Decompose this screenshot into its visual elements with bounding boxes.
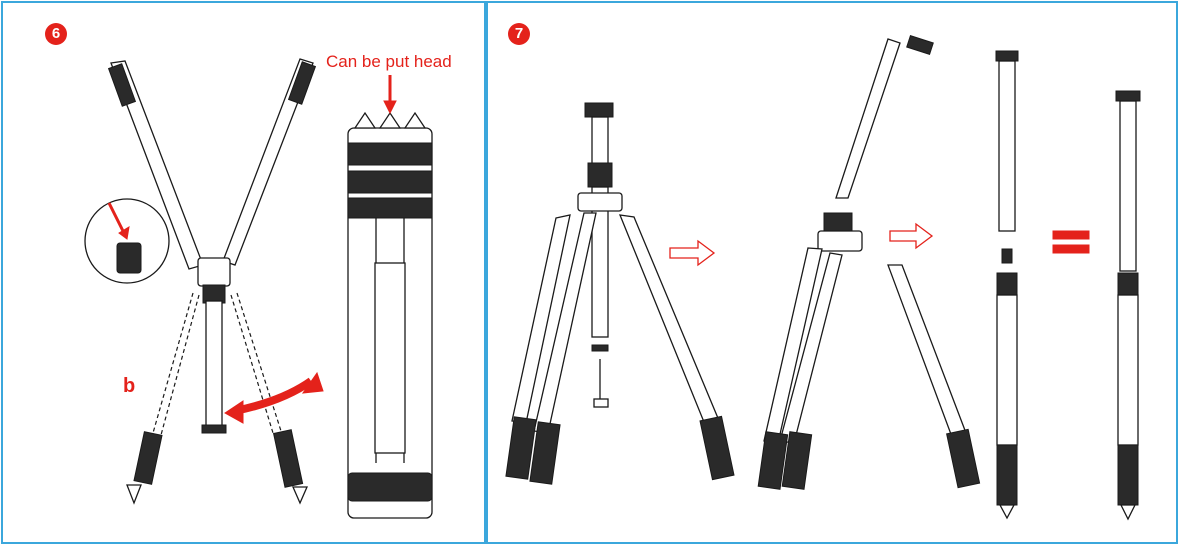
monopod-exploded-illustration [995, 50, 1019, 520]
right-arrow-icon [669, 239, 716, 267]
step-7-illustration [505, 34, 1141, 521]
curved-double-arrow-icon [234, 377, 314, 415]
tripod-folded-bundle-illustration [347, 111, 433, 519]
equals-icon [1052, 230, 1090, 240]
step-7-badge: 7 [508, 23, 530, 45]
head-mount-note: Can be put head [326, 52, 452, 71]
label-b: b [123, 375, 136, 397]
step-7-panel: 7 [486, 1, 1178, 544]
tripod-no-column-illustration [757, 34, 981, 490]
monopod-illustration [1115, 90, 1141, 521]
step-6-illustration [84, 58, 433, 519]
right-arrow-icon [889, 222, 934, 250]
step-6-badge: 6 [45, 23, 67, 45]
tripod-folded-x-illustration [107, 58, 317, 505]
tripod-upright-illustration [505, 102, 735, 485]
step-6-panel: 6 Can be put head a b [1, 1, 486, 544]
detail-zoom-circle [84, 198, 170, 284]
